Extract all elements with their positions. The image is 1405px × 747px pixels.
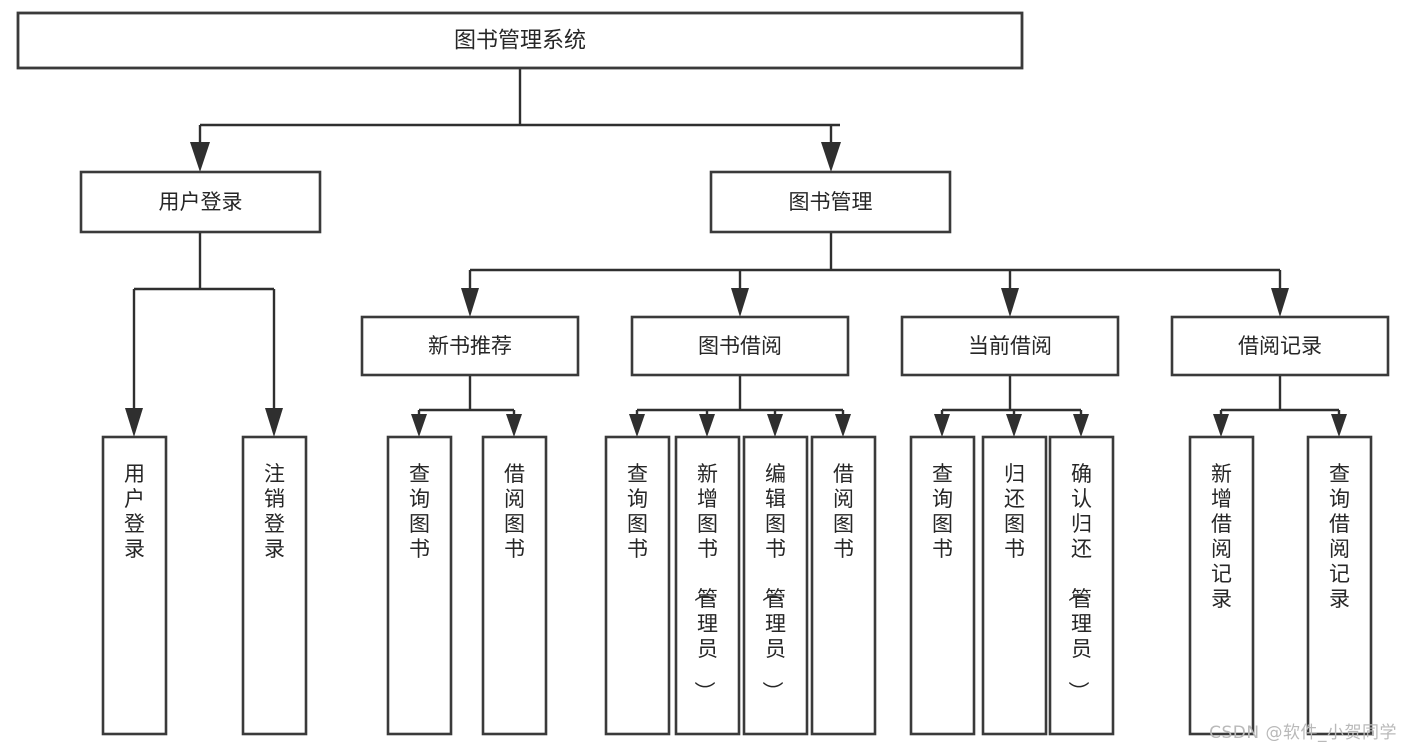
node-user-login[interactable]: 用户登录 <box>79 170 322 234</box>
node-label: 借阅图书 <box>504 462 525 561</box>
node-box[interactable] <box>101 435 168 736</box>
node-box[interactable] <box>241 435 308 736</box>
node-leaf-borrow-book-rec[interactable]: 借阅图书 <box>481 435 548 736</box>
node-root[interactable]: 图书管理系统 <box>16 11 1024 70</box>
node-box[interactable] <box>1048 435 1115 736</box>
node-box[interactable] <box>981 435 1048 736</box>
node-label: 图书管理 <box>789 190 873 214</box>
connector-root-to-level2 <box>190 68 841 172</box>
node-leaf-query-book-rec[interactable]: 查询图书 <box>386 435 453 736</box>
node-label: 注销登录 <box>264 462 285 561</box>
node-box[interactable] <box>16 11 1024 70</box>
node-box[interactable] <box>1188 435 1255 736</box>
node-label: 查询图书 <box>409 462 430 561</box>
connector-layer <box>125 68 1347 437</box>
connector-currentborrow-to-leaves <box>934 375 1089 437</box>
node-layer: 图书管理系统用户登录图书管理新书推荐图书借阅当前借阅借阅记录用户登录注销登录查询… <box>16 11 1390 736</box>
connector-borrowrecord-to-leaves <box>1213 375 1347 437</box>
node-leaf-add-book[interactable]: 新增图书（管理员） <box>674 435 741 736</box>
node-label: 编辑图书（管理员） <box>760 462 786 702</box>
node-label: 当前借阅 <box>968 334 1052 358</box>
node-box[interactable] <box>604 435 671 736</box>
node-leaf-return-book[interactable]: 归还图书 <box>981 435 1048 736</box>
node-box[interactable] <box>1306 435 1373 736</box>
node-label: 查询借阅记录 <box>1329 462 1350 611</box>
connector-newbookrec-to-leaves <box>411 375 522 437</box>
node-label: 借阅图书 <box>833 462 854 561</box>
node-label: 用户登录 <box>159 190 243 214</box>
node-book-manage[interactable]: 图书管理 <box>709 170 952 234</box>
node-box[interactable] <box>709 170 952 234</box>
node-label: 用户登录 <box>124 462 145 561</box>
node-label: 新书推荐 <box>428 334 512 358</box>
node-box[interactable] <box>481 435 548 736</box>
connector-bookborrow-to-leaves <box>629 375 851 437</box>
node-label: 新增借阅记录 <box>1211 462 1232 611</box>
node-box[interactable] <box>1170 315 1390 377</box>
node-current-borrow[interactable]: 当前借阅 <box>900 315 1120 377</box>
node-box[interactable] <box>360 315 580 377</box>
node-label: 借阅记录 <box>1238 334 1322 358</box>
node-label: 查询图书 <box>627 462 648 561</box>
node-label: 查询图书 <box>932 462 953 561</box>
node-book-borrow[interactable]: 图书借阅 <box>630 315 850 377</box>
node-box[interactable] <box>900 315 1120 377</box>
node-new-book-rec[interactable]: 新书推荐 <box>360 315 580 377</box>
node-label: 图书借阅 <box>698 334 782 358</box>
node-leaf-query-book-cur[interactable]: 查询图书 <box>909 435 976 736</box>
node-leaf-add-record[interactable]: 新增借阅记录 <box>1188 435 1255 736</box>
node-label: 新增图书（管理员） <box>692 462 718 702</box>
node-leaf-query-record[interactable]: 查询借阅记录 <box>1306 435 1373 736</box>
node-leaf-user-login[interactable]: 用户登录 <box>101 435 168 736</box>
connector-userlogin-to-leaves <box>125 232 283 437</box>
node-box[interactable] <box>909 435 976 736</box>
node-box[interactable] <box>386 435 453 736</box>
node-label: 归还图书 <box>1004 462 1025 561</box>
node-box[interactable] <box>742 435 809 736</box>
node-borrow-record[interactable]: 借阅记录 <box>1170 315 1390 377</box>
node-leaf-query-book-borrow[interactable]: 查询图书 <box>604 435 671 736</box>
node-label: 图书管理系统 <box>454 29 586 54</box>
connector-bookmanage-to-level3 <box>461 232 1289 317</box>
node-box[interactable] <box>79 170 322 234</box>
node-box[interactable] <box>630 315 850 377</box>
node-leaf-logout[interactable]: 注销登录 <box>241 435 308 736</box>
node-box[interactable] <box>810 435 877 736</box>
node-label: 确认归还（管理员） <box>1066 462 1092 702</box>
node-leaf-edit-book[interactable]: 编辑图书（管理员） <box>742 435 809 736</box>
node-box[interactable] <box>674 435 741 736</box>
node-leaf-confirm-return[interactable]: 确认归还（管理员） <box>1048 435 1115 736</box>
watermark-label: CSDN @软件_小贺同学 <box>1209 723 1397 743</box>
node-leaf-borrow-book[interactable]: 借阅图书 <box>810 435 877 736</box>
